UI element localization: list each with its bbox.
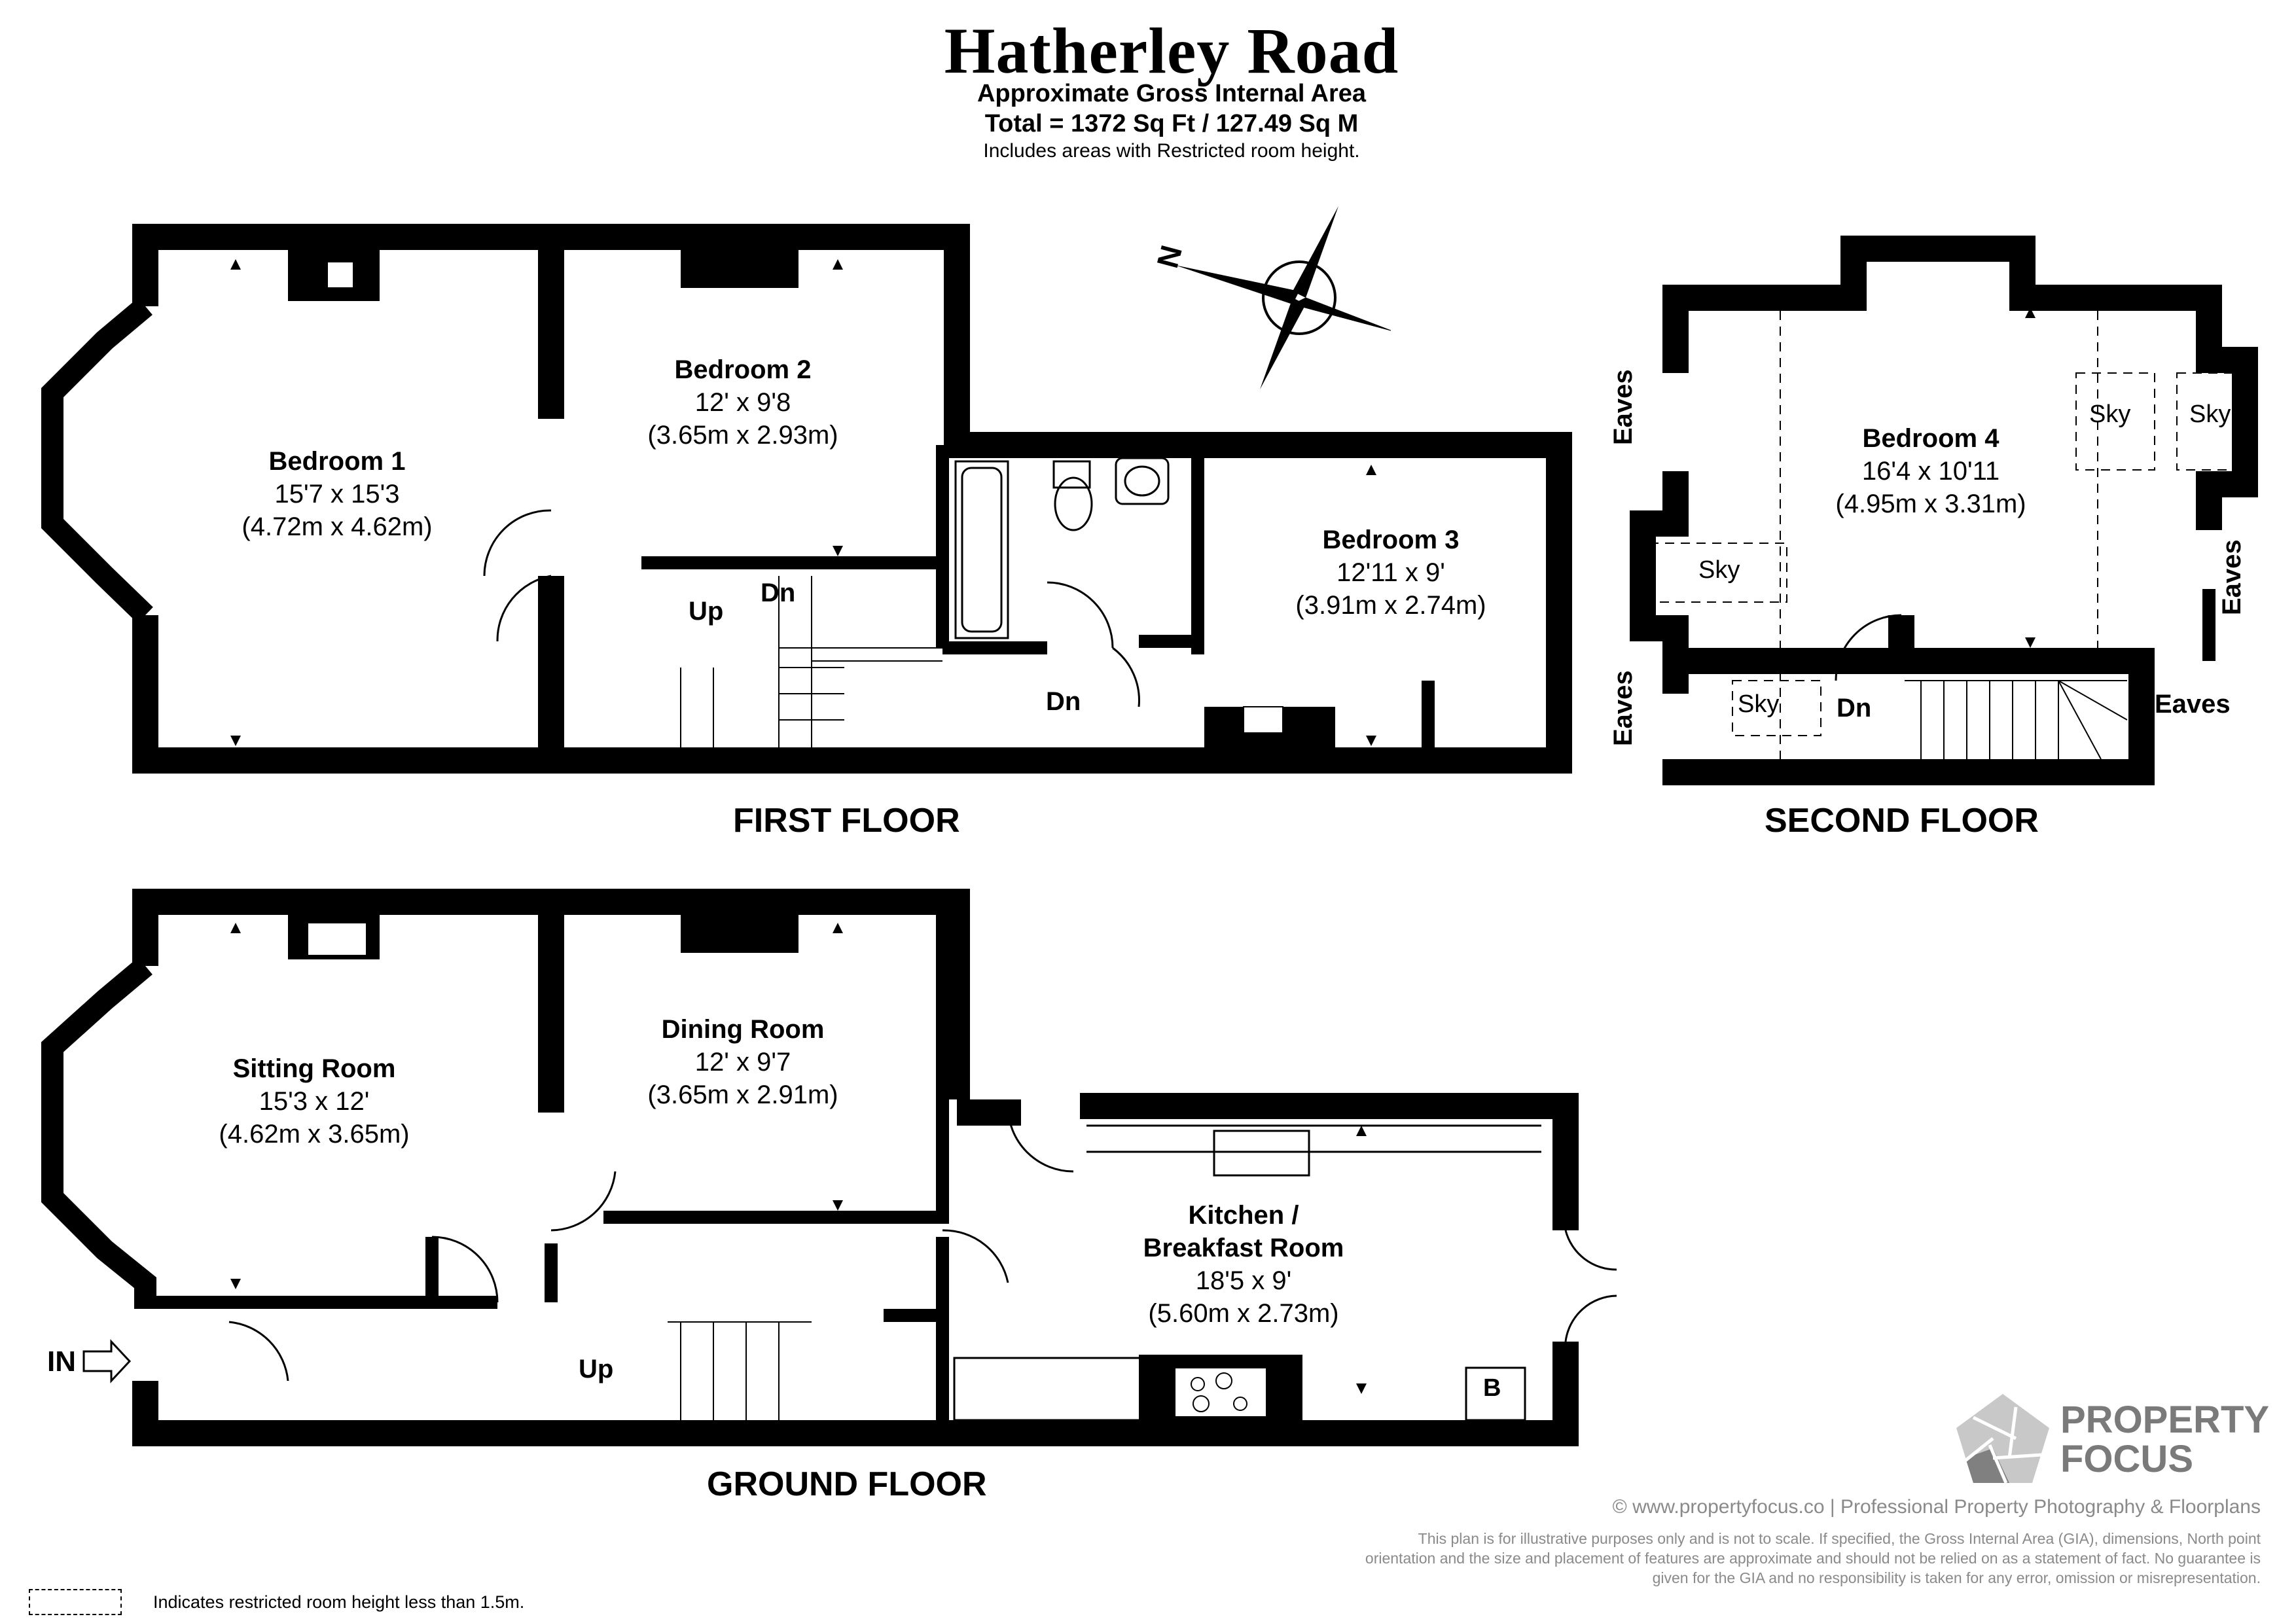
stairs-down-label: Dn xyxy=(1837,694,1872,722)
first-floor-walls xyxy=(132,224,1572,774)
first-floor-label: FIRST FLOOR xyxy=(733,802,960,840)
skylight-label: Sky xyxy=(2189,401,2231,428)
doors xyxy=(228,509,1902,1382)
restricted-height-swatch xyxy=(29,1589,122,1615)
eaves-label: Eaves xyxy=(2217,539,2246,615)
second-floor-label: SECOND FLOOR xyxy=(1765,802,2039,840)
room-bedroom-1: Bedroom 1 15'7 x 15'3 (4.72m x 4.62m) xyxy=(242,447,433,541)
skylight-label: Sky xyxy=(1738,690,1780,718)
room-sitting-room: Sitting Room 15'3 x 12' (4.62m x 3.65m) xyxy=(219,1054,410,1149)
room-dining-room: Dining Room 12' x 9'7 (3.65m x 2.91m) xyxy=(647,1015,838,1109)
stairs-down-label-2: Dn xyxy=(1046,687,1081,716)
restricted-height-lines xyxy=(1649,311,2256,759)
skylight-label: Sky xyxy=(2089,401,2131,428)
plan-title: Hatherley Road xyxy=(944,14,1399,87)
eaves-label: Eaves xyxy=(1609,369,1638,445)
room-bedroom-4: Bedroom 4 16'4 x 10'11 (4.95m x 3.31m) xyxy=(1835,424,2026,518)
room-bedroom-2: Bedroom 2 12' x 9'8 (3.65m x 2.93m) xyxy=(647,355,838,450)
copyright-link[interactable]: © www.propertyfocus.co | Professional Pr… xyxy=(1612,1496,2261,1518)
legend: Indicates restricted room height less th… xyxy=(29,1589,524,1615)
ground-floor-label: GROUND FLOOR xyxy=(707,1465,987,1503)
room-bedroom-3: Bedroom 3 12'11 x 9' (3.91m x 2.74m) xyxy=(1295,526,1486,620)
area-note: Includes areas with Restricted room heig… xyxy=(983,140,1360,162)
stairs xyxy=(668,576,2128,1420)
brand-name: PROPERTY FOCUS xyxy=(2060,1399,2270,1480)
room-kitchen-breakfast: Kitchen / Breakfast Room 18'5 x 9' (5.60… xyxy=(1143,1201,1344,1328)
entrance-arrow-icon xyxy=(82,1339,132,1383)
boiler-label: B xyxy=(1483,1374,1501,1402)
skylight-label: Sky xyxy=(1698,556,1740,584)
stairs-up-label: Up xyxy=(689,597,724,626)
legend-text: Indicates restricted room height less th… xyxy=(153,1592,525,1612)
property-focus-logo-icon xyxy=(1956,1394,2049,1484)
area-total: Total = 1372 Sq Ft / 127.49 Sq M xyxy=(984,110,1359,137)
dimension-markers xyxy=(230,259,2036,1394)
disclaimer: This plan is for illustrative purposes o… xyxy=(1365,1530,2261,1586)
stairs-down-label: Dn xyxy=(761,579,796,607)
eaves-label: Eaves xyxy=(1609,670,1638,746)
stairs-up-label: Up xyxy=(579,1355,614,1383)
entrance-label: IN xyxy=(47,1346,76,1378)
eaves-label: Eaves xyxy=(2155,690,2231,719)
compass-icon xyxy=(1175,206,1391,389)
area-subtitle: Approximate Gross Internal Area xyxy=(977,80,1367,107)
second-floor-walls xyxy=(1662,236,2258,530)
